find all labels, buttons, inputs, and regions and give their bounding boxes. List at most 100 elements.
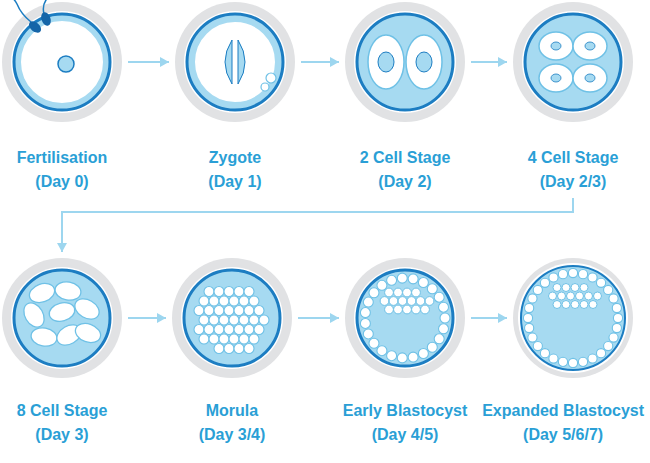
illustration-part — [254, 306, 264, 316]
illustration-part — [439, 324, 449, 334]
illustration-part — [518, 263, 628, 373]
stage-day: (Day 3/4) — [199, 423, 266, 447]
stage-arrow — [471, 57, 507, 67]
illustration-part — [412, 305, 421, 314]
pronucleus — [238, 40, 245, 84]
embryo-figure — [513, 258, 633, 378]
illustration-part — [380, 297, 389, 306]
stage-day: (Day 2/3) — [528, 170, 619, 194]
stage-name: Fertilisation — [17, 146, 108, 170]
illustration-part — [244, 306, 254, 316]
illustration-part — [553, 301, 561, 309]
illustration-part — [406, 35, 442, 89]
stage-name: Zygote — [208, 146, 261, 170]
illustration-part — [525, 14, 621, 110]
illustration-part — [354, 11, 456, 113]
illustration-part — [434, 292, 444, 302]
illustration-part — [408, 352, 418, 362]
illustration-part — [194, 325, 204, 335]
illustration-part — [27, 280, 58, 306]
illustration-part — [209, 296, 219, 306]
illustration-part — [363, 297, 373, 307]
stage-day: (Day 2) — [360, 170, 451, 194]
illustration-part — [14, 270, 110, 366]
stage-circle: Fertilisation(Day 0) — [2, 2, 122, 122]
stage-name: Morula — [199, 399, 266, 423]
illustration-part — [377, 346, 387, 356]
illustration-part — [209, 334, 219, 344]
illustration-part — [528, 333, 537, 342]
illustration-part — [234, 325, 244, 335]
illustration-part — [585, 292, 593, 300]
illustration-part — [378, 52, 394, 72]
illustration-part — [394, 288, 403, 297]
illustration-part — [533, 341, 542, 350]
illustration-part — [73, 320, 104, 346]
illustration-part — [234, 344, 244, 354]
illustration-part — [576, 292, 584, 300]
illustration-part — [568, 358, 577, 367]
illustration-part — [214, 325, 224, 335]
illustration-part — [360, 308, 370, 318]
illustration-part — [588, 354, 597, 363]
illustration-part — [239, 334, 249, 344]
illustration-part — [596, 278, 605, 287]
illustration-part — [578, 270, 587, 279]
illustration-part — [387, 351, 397, 361]
illustration-part — [421, 305, 430, 314]
illustration-part — [540, 278, 549, 287]
embryo-figure — [345, 258, 465, 378]
stage-circle: Early Blastocyst(Day 4/5) — [345, 258, 465, 378]
stage-label: 2 Cell Stage(Day 2) — [360, 146, 451, 194]
illustration-part — [224, 325, 234, 335]
arrow-head — [57, 243, 67, 252]
illustration-part — [573, 64, 607, 92]
illustration-part — [418, 349, 428, 359]
illustration-part — [249, 334, 259, 344]
illustration-part — [234, 287, 244, 297]
arrow-line — [62, 198, 573, 252]
illustration-part — [609, 333, 618, 342]
illustration-part — [194, 21, 276, 103]
illustration-part — [369, 288, 379, 298]
illustration-part — [234, 306, 244, 316]
stage-arrow — [57, 198, 573, 252]
embryo-figure — [345, 2, 465, 122]
illustration-part — [204, 306, 214, 316]
illustration-part — [613, 313, 622, 322]
illustration-part — [533, 285, 542, 294]
arrow-head — [330, 57, 339, 67]
illustration-part — [20, 20, 104, 104]
stage-name: 2 Cell Stage — [360, 146, 451, 170]
illustration-part — [551, 42, 561, 50]
illustration-part — [549, 273, 558, 282]
illustration-part — [553, 284, 561, 292]
stage-label: 4 Cell Stage(Day 2/3) — [528, 146, 619, 194]
illustration-part — [549, 292, 557, 300]
illustration-part — [254, 325, 264, 335]
illustration-part — [558, 357, 567, 366]
illustration-part — [39, 11, 52, 27]
illustration-part — [588, 273, 597, 282]
illustration-part — [224, 306, 234, 316]
illustration-part — [594, 292, 602, 300]
illustration-part — [239, 315, 249, 325]
illustration-part — [403, 305, 412, 314]
illustration-part — [403, 288, 412, 297]
stage-label: Expanded Blastocyst(Day 5/6/7) — [482, 399, 644, 447]
illustration-part — [571, 301, 579, 309]
illustration-part — [357, 14, 453, 110]
stage-arrow — [471, 313, 507, 323]
stage-name: Expanded Blastocyst — [482, 399, 644, 423]
illustration-part — [249, 315, 259, 325]
illustration-part — [199, 315, 209, 325]
stage-label: Fertilisation(Day 0) — [17, 146, 108, 194]
stage-label: Zygote(Day 1) — [208, 146, 261, 194]
illustration-part — [244, 344, 254, 354]
stage-arrow — [128, 57, 169, 67]
illustration-part — [224, 344, 234, 354]
stage-day: (Day 5/6/7) — [482, 423, 644, 447]
illustration-part — [261, 83, 269, 91]
illustration-part — [2, 258, 122, 378]
